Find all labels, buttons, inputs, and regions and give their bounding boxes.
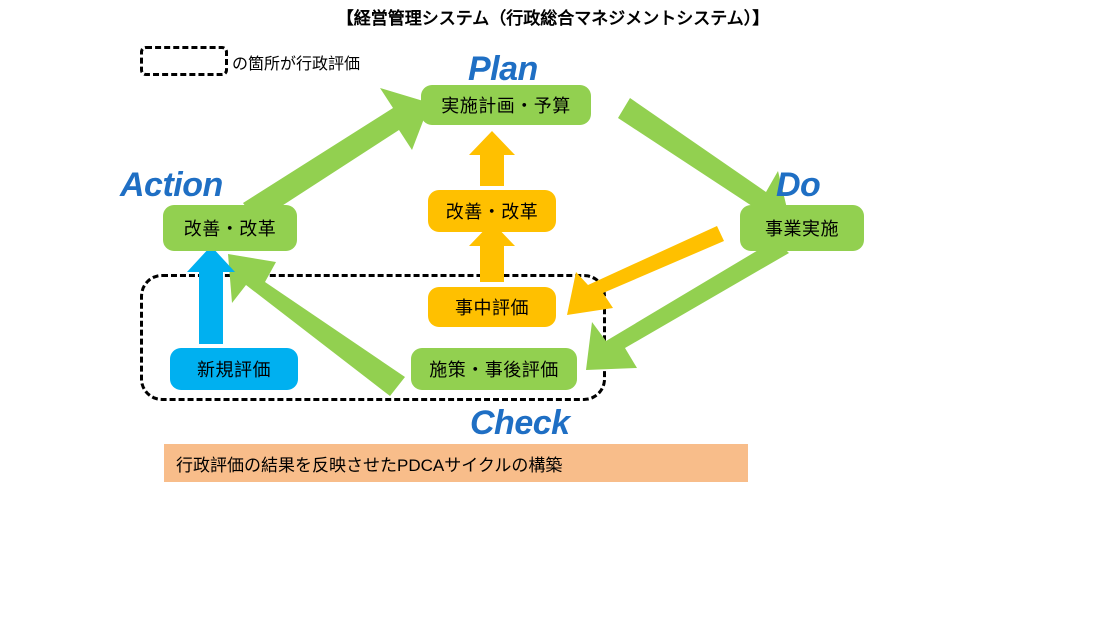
legend-caption: の箇所が行政評価 [232, 56, 361, 73]
arrow-action-to-plan [243, 88, 430, 222]
phase-label-plan: Plan [468, 50, 538, 88]
legend-dashed-sample-box [140, 46, 228, 76]
phase-label-action: Action [120, 166, 223, 204]
phase-label-do: Do [776, 166, 821, 204]
node-shisaku-jigo-hyouka[interactable]: 施策・事後評価 [411, 348, 577, 390]
node-action-kaizen[interactable]: 改善・改革 [163, 205, 297, 251]
summary-banner-text: 行政評価の結果を反映させたPDCAサイクルの構築 [176, 455, 563, 475]
summary-banner: 行政評価の結果を反映させたPDCAサイクルの構築 [164, 444, 748, 482]
arrow-do-to-shisaku [586, 240, 789, 370]
node-kaizen-kaikaku-mid[interactable]: 改善・改革 [428, 190, 556, 232]
node-plan[interactable]: 実施計画・予算 [421, 85, 591, 125]
arrow-kaizen-mid-to-plan [469, 131, 515, 186]
node-jichu-hyouka[interactable]: 事中評価 [428, 287, 556, 327]
page-title: 【経営管理システム（行政総合マネジメントシステム）】 [336, 9, 770, 28]
phase-label-check: Check [470, 404, 570, 442]
node-do-jigyou-jisshi[interactable]: 事業実施 [740, 205, 864, 251]
node-shinki-hyouka[interactable]: 新規評価 [170, 348, 298, 390]
